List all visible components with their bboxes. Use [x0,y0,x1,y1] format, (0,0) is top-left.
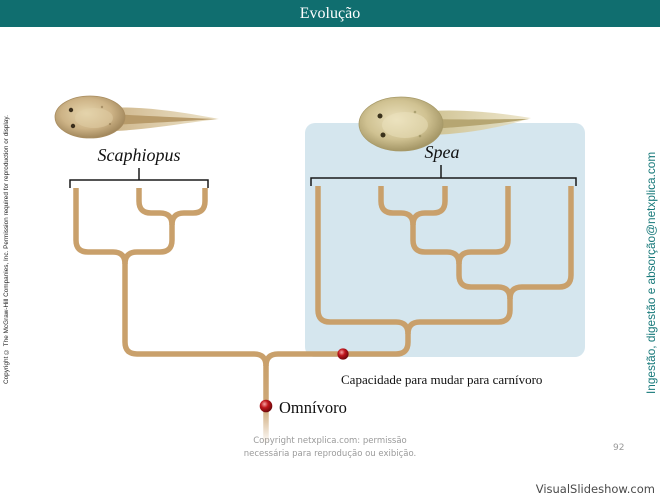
page-number: 92 [613,443,625,453]
footer-notice-line-2: necessária para reprodução ou exibição. [243,449,417,459]
bracket-scaphiopus [69,168,209,188]
clade-label-scaphiopus: Scaphiopus [98,145,181,165]
clade-label-spea: Spea [425,142,460,162]
tadpole-spot [108,122,112,126]
scaphiopus-tadpole-image [54,95,219,139]
tadpole-spot [413,110,417,114]
branch-scaphiopus-node [122,225,175,265]
tadpole-spot [100,105,104,109]
branch-spea-stem [263,334,411,367]
tadpole-eye [68,107,74,113]
slide-header: Evolução [0,0,660,27]
tadpole-body [358,96,444,152]
branch-scaphiopus-tip-2 [136,188,175,226]
watermark: VisualSlideshow.com [535,482,655,496]
spea-highlight-box [305,123,585,357]
tadpole-spot [418,134,422,138]
tadpole-tail-muscle [432,119,529,129]
branch-scaphiopus-tip-1 [73,188,128,265]
tadpole-body-highlight [75,108,113,128]
omnivore-root-marker [259,399,273,413]
footer-notice-line-1: Copyright netxplica.com: permissão [253,436,407,446]
tadpole-eye [70,123,76,129]
tadpole-eye [377,113,383,119]
branch-scaphiopus-tip-3 [169,188,208,226]
branch-spea-node-1 [410,225,462,265]
tadpole-eye [380,132,386,138]
spea-tadpole-image [358,96,531,152]
slide-title: Evolução [299,5,361,22]
branch-spea-node-3 [405,299,513,335]
branch-spea-node-2 [456,264,513,300]
trait-label-carnivore: Capacidade para mudar para carnívoro [341,372,542,387]
branch-spea-tip-3 [410,186,448,226]
tadpole-body-highlight [382,112,428,138]
bracket-spea [310,165,577,186]
footer-copyright-notice: Copyright netxplica.com: permissão neces… [180,435,480,461]
carnivore-trait-marker [337,348,349,360]
tadpole-tail-muscle [110,114,217,125]
branch-scaphiopus-stem [122,264,269,367]
root-label-omnivore: Omnívoro [279,398,347,417]
